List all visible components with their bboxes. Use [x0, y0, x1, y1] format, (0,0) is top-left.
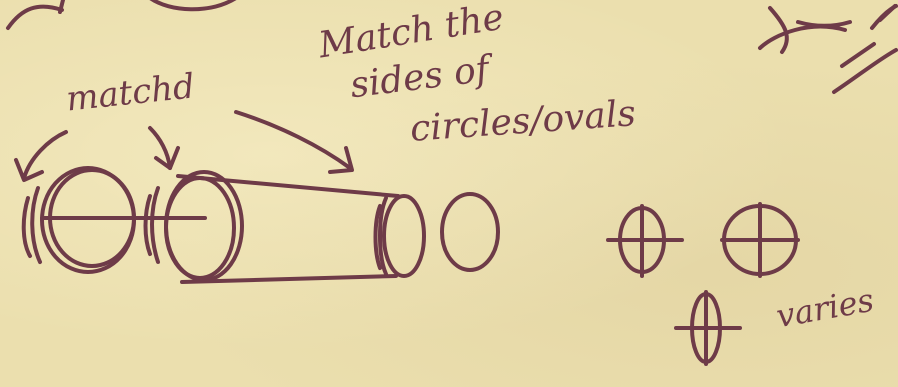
arrow-to-middle-circle — [148, 126, 180, 170]
standalone-oval — [440, 192, 500, 272]
top-left-partial-shape — [6, 0, 237, 30]
crossed-oval-bottom — [674, 290, 742, 366]
cylinder — [164, 170, 426, 284]
top-right-partial-sketch — [758, 4, 898, 94]
arrow-to-cylinder-end — [234, 110, 354, 174]
crossed-oval-left — [606, 204, 684, 278]
arrow-to-left-circle — [14, 130, 68, 182]
crossed-circle-right — [720, 202, 800, 278]
paired-circles — [21, 166, 207, 274]
